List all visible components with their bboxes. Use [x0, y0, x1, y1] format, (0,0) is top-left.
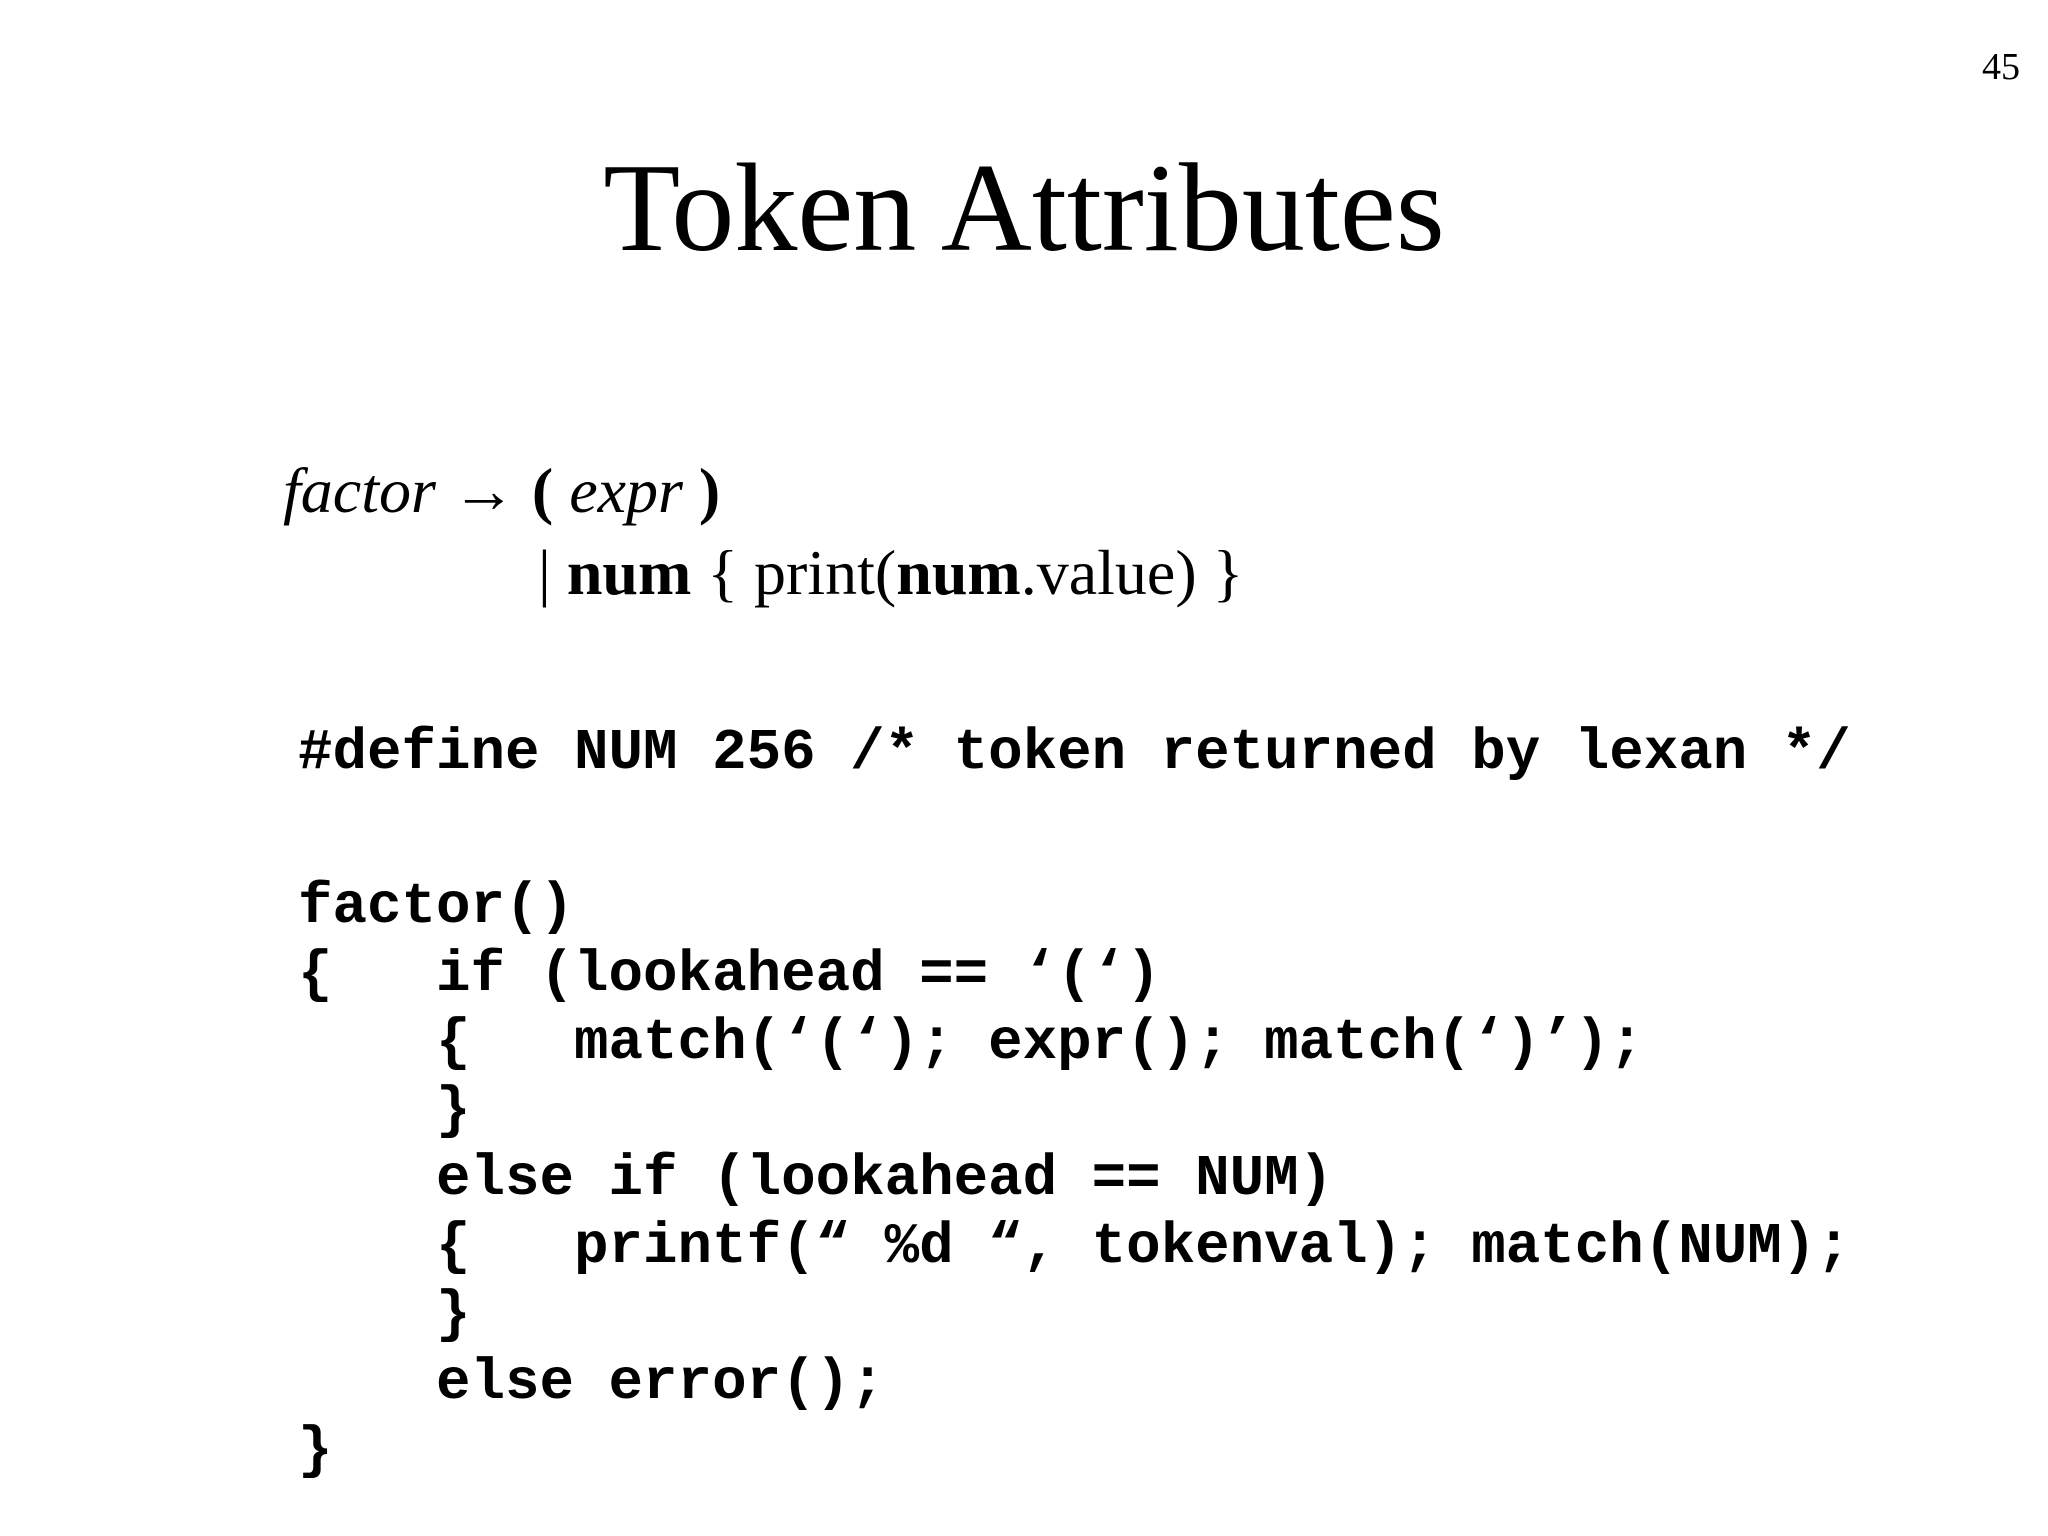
slide-title: Token Attributes — [603, 139, 1445, 278]
grammar-line-1: factor → ( expr ) — [283, 450, 1243, 532]
grammar-production: factor → ( expr ) | num { print(num.valu… — [283, 450, 1243, 614]
grammar-expr: expr — [553, 455, 699, 526]
grammar-num-2: num — [896, 537, 1021, 608]
code-line: else if (lookahead == NUM) — [298, 1147, 1334, 1212]
grammar-lparen: ( — [531, 455, 554, 526]
code-define-line: #define NUM 256 /* token returned by lex… — [298, 721, 1851, 786]
code-line: { match(‘(‘); expr(); match(‘)’); — [298, 1011, 1644, 1076]
code-line: { if (lookahead == ‘(‘) — [298, 943, 1161, 1008]
code-line: } — [298, 1079, 471, 1144]
code-block: #define NUM 256 /* token returned by lex… — [298, 720, 1851, 1486]
grammar-action-close: .value) } — [1020, 537, 1244, 608]
grammar-arrow: → — [435, 455, 532, 526]
code-line: { printf(“ %d “, tokenval); match(NUM); — [298, 1215, 1851, 1280]
code-gap — [298, 788, 1851, 874]
grammar-line-2: | num { print(num.value) } — [283, 532, 1243, 614]
code-line: else error(); — [298, 1351, 885, 1416]
grammar-action-open: { print( — [691, 537, 897, 608]
grammar-head: factor — [283, 455, 436, 526]
page-number: 45 — [1982, 46, 2020, 88]
grammar-rparen: ) — [698, 455, 721, 526]
grammar-num: num — [566, 537, 692, 608]
code-line: } — [298, 1283, 471, 1348]
code-line: factor() — [298, 875, 575, 940]
grammar-bar: | — [538, 537, 567, 608]
code-line: } — [298, 1419, 333, 1484]
